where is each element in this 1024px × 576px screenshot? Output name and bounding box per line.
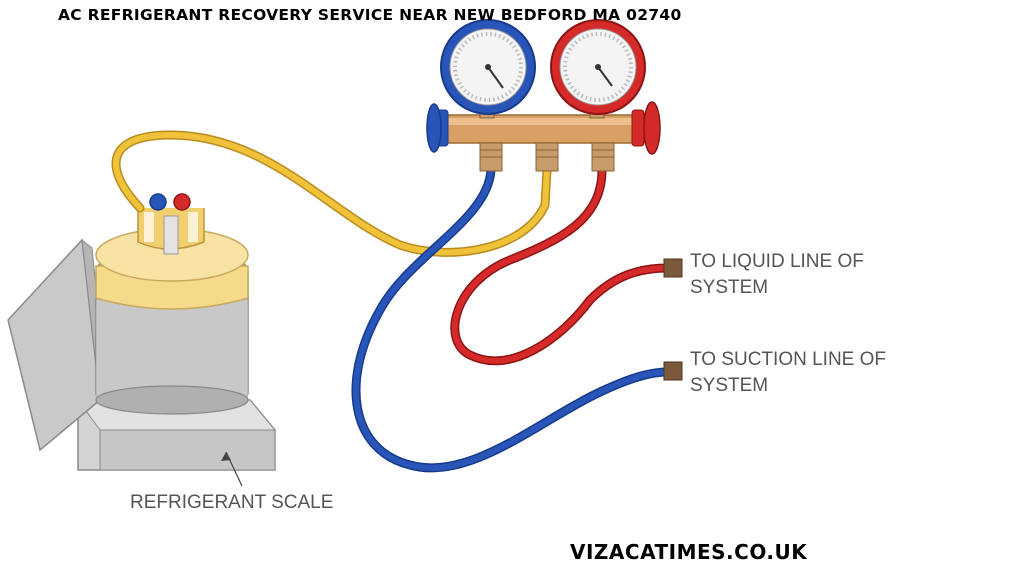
site-watermark: VIZACATIMES.CO.UK: [570, 540, 808, 564]
page-title: AC REFRIGERANT RECOVERY SERVICE NEAR NEW…: [58, 6, 682, 24]
blue-suction-hose: [351, 165, 673, 473]
suction-line-label: TO SUCTION LINE OF SYSTEM: [690, 349, 887, 396]
tank-red-valve-icon: [173, 193, 191, 211]
tank-blue-valve-icon: [149, 193, 167, 211]
refrigerant-scale-label: REFRIGERANT SCALE: [130, 492, 334, 513]
suction-line-fitting: [663, 361, 683, 381]
liquid-line-label: TO LIQUID LINE OF SYSTEM: [690, 251, 864, 298]
liquid-line-fitting: [663, 258, 683, 278]
low-pressure-gauge: [440, 19, 536, 115]
low-gauge-needle-icon: [487, 66, 504, 89]
high-side-knob-icon: [643, 101, 661, 155]
manifold-gauge-set: [426, 19, 661, 172]
low-side-knob-icon: [426, 103, 442, 153]
refrigerant-tank: [95, 228, 249, 415]
scale-pointer-arrow: [221, 451, 243, 487]
tank-valve-cage: [137, 193, 205, 255]
high-pressure-gauge: [550, 19, 646, 115]
high-gauge-needle-icon: [597, 66, 613, 87]
